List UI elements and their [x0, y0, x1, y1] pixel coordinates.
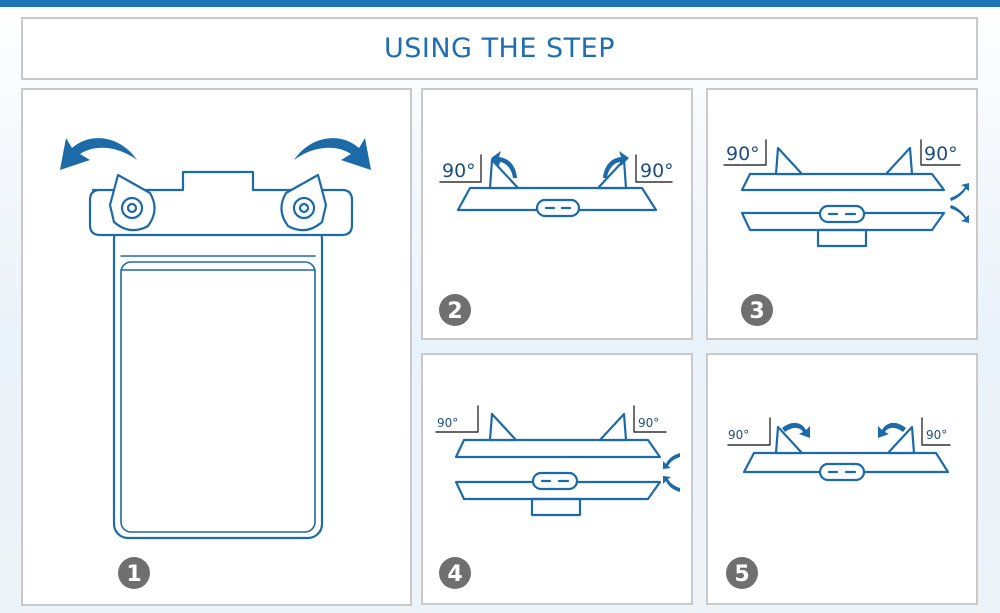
step-4-illustration: 90° 90°: [435, 405, 680, 517]
pouch-inner: [120, 261, 316, 533]
step-3-arrow-up-icon: [950, 183, 969, 201]
step-5-badge: 5: [726, 557, 758, 589]
step-4-number: 4: [447, 562, 462, 587]
step-1-number: 1: [126, 562, 141, 587]
step-5-illustration: 90° 90°: [727, 417, 951, 482]
top-accent-bar: [0, 0, 1000, 7]
step-2-illustration: 90° 90°: [439, 151, 674, 218]
step-5-rotate-in-left-icon: [782, 422, 810, 438]
step-3-angle-right: 90°: [924, 143, 958, 165]
step-4-badge: 4: [439, 557, 471, 589]
step-3-arrow-down-icon: [950, 205, 969, 223]
step-5-number: 5: [734, 562, 749, 587]
step-1-badge: 1: [118, 557, 150, 589]
title-box: USING THE STEP: [21, 17, 978, 80]
step-2-number: 2: [447, 299, 462, 324]
step-2-rotate-right-icon: [603, 151, 629, 178]
rotate-left-arrow-icon: [60, 138, 137, 170]
step-2-badge: 2: [439, 294, 471, 326]
rotate-right-arrow-icon: [294, 138, 371, 170]
step-3-illustration: 90° 90°: [723, 139, 969, 248]
step-4-arrow-in-top-icon: [663, 453, 680, 469]
page-title: USING THE STEP: [384, 33, 615, 64]
step-2-angle-left: 90°: [442, 160, 476, 182]
step-4-angle-left: 90°: [437, 416, 458, 430]
step-1-pouch-illustration: [60, 138, 371, 540]
pouch-outer: [112, 223, 324, 540]
step-2-angle-right: 90°: [640, 160, 674, 182]
step-3-angle-left: 90°: [726, 143, 760, 165]
step-5-angle-left: 90°: [728, 428, 749, 442]
step-5-angle-right: 90°: [926, 428, 947, 442]
step-5-rotate-in-right-icon: [878, 422, 906, 438]
step-4-angle-right: 90°: [638, 416, 659, 430]
step-3-number: 3: [749, 299, 764, 324]
step-3-badge: 3: [741, 294, 773, 326]
step-4-arrow-in-bottom-icon: [663, 476, 680, 492]
step-2-rotate-left-icon: [491, 151, 517, 178]
